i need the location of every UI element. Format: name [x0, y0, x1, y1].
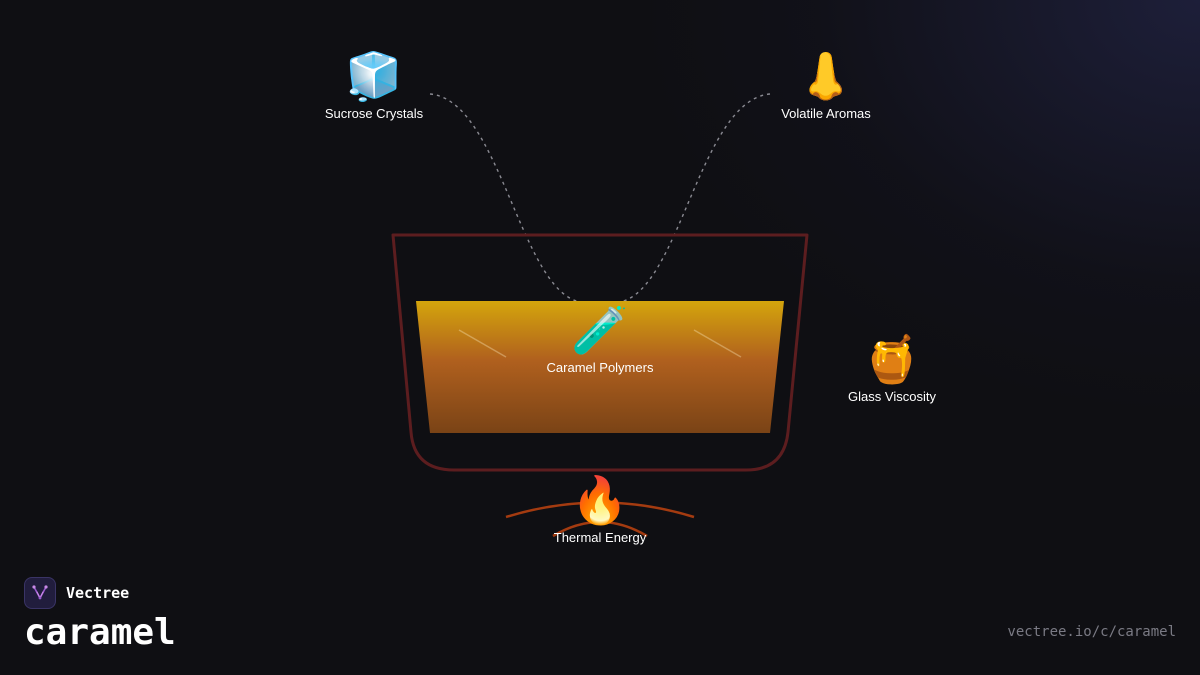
honey-pot-icon: 🍯	[863, 332, 921, 386]
node-volatile-aromas: 👃 Volatile Aromas	[726, 48, 926, 122]
caramel-liquid	[416, 301, 784, 433]
node-label: Volatile Aromas	[781, 106, 871, 121]
footer-url[interactable]: vectree.io/c/caramel	[1007, 624, 1176, 640]
topic-title: caramel	[24, 612, 176, 653]
vectree-logo-icon	[24, 577, 56, 609]
test-tube-icon: 🧪	[571, 303, 629, 357]
node-sucrose-crystals: 🧊 Sucrose Crystals	[274, 48, 474, 122]
node-thermal-energy: 🔥 Thermal Energy	[500, 472, 700, 546]
node-label: Glass Viscosity	[848, 389, 936, 404]
connector-aromas-to-polymers	[619, 93, 771, 303]
brand: Vectree	[24, 577, 129, 609]
ice-cube-icon: 🧊	[345, 49, 403, 103]
node-label: Thermal Energy	[553, 530, 647, 545]
pot-outline	[391, 233, 809, 472]
node-caramel-polymers: 🧪 Caramel Polymers	[500, 302, 700, 376]
heat-arc-outer	[505, 501, 695, 519]
brand-name: Vectree	[66, 584, 130, 602]
fire-icon: 🔥	[571, 473, 629, 527]
heat-arc-inner	[552, 520, 648, 538]
node-label: Sucrose Crystals	[324, 106, 424, 121]
connector-sucrose-to-polymers	[429, 93, 581, 303]
nose-icon: 👃	[797, 49, 855, 103]
liquid-glare-right	[693, 329, 742, 358]
liquid-glare-left	[458, 329, 507, 358]
node-glass-viscosity: 🍯 Glass Viscosity	[792, 331, 992, 405]
node-label: Caramel Polymers	[546, 360, 654, 375]
